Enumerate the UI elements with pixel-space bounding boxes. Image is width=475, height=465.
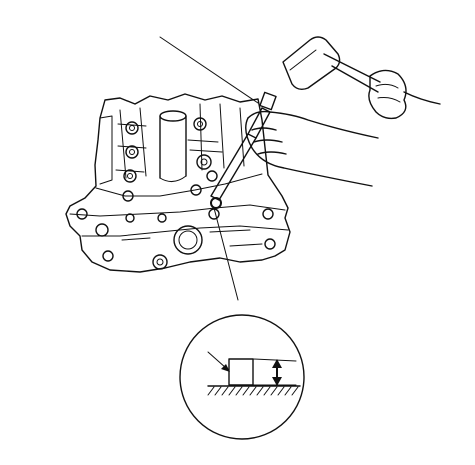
hand-holding-tool	[245, 110, 379, 187]
valve-guide-block	[228, 358, 254, 386]
detail-view	[179, 314, 305, 440]
hammer	[282, 36, 381, 93]
height-reference-lines	[252, 358, 297, 386]
dimension-arrow-icon	[272, 359, 282, 386]
valve-spring-cluster-right	[187, 117, 223, 196]
valve-guide-driver	[210, 91, 277, 201]
valve-spring-cluster-left	[115, 121, 147, 202]
pointer-arrow-icon	[207, 351, 230, 372]
hand-holding-hammer	[368, 69, 441, 120]
leader-line-detail	[213, 207, 239, 301]
cylinder-head	[65, 93, 291, 273]
surface-hatching	[207, 386, 299, 396]
detail-circle	[179, 314, 305, 440]
leader-line-tool	[159, 36, 259, 104]
